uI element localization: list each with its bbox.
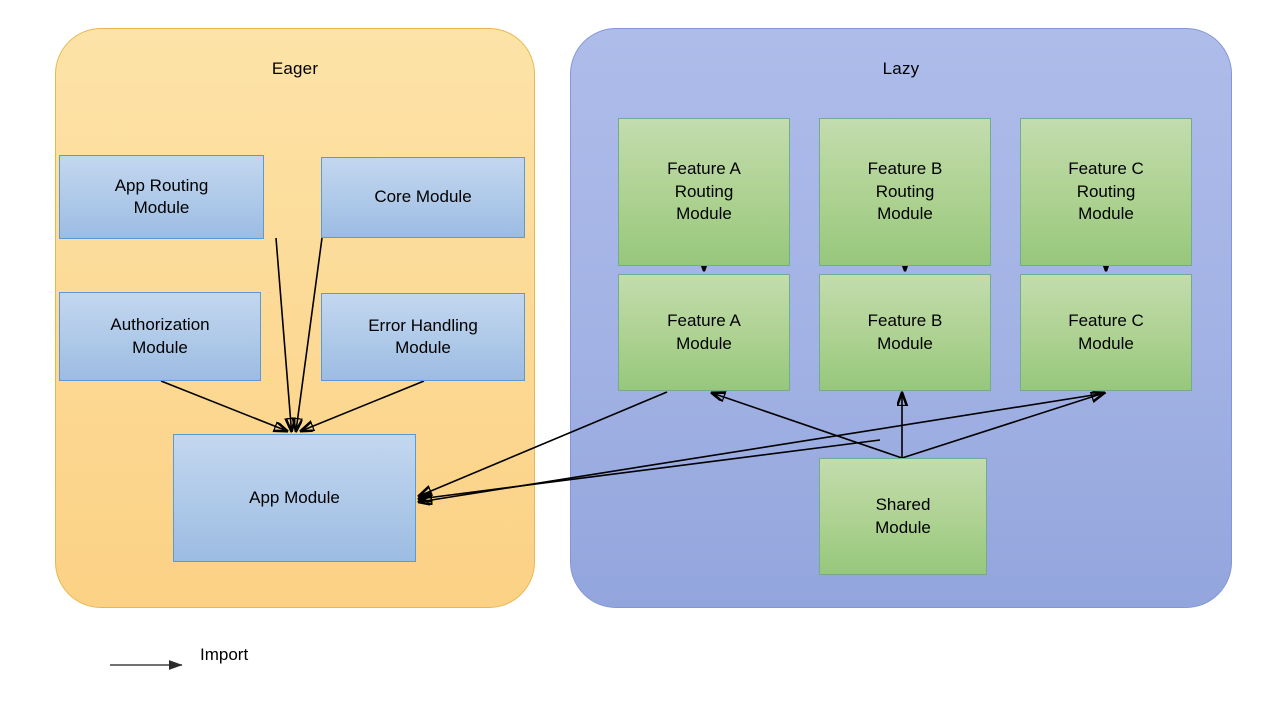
legend-arrow-icon [110, 660, 183, 670]
node-feature-c-routing-module[interactable]: Feature C Routing Module [1020, 118, 1192, 266]
legend: Import [110, 645, 410, 688]
node-app-module[interactable]: App Module [173, 434, 416, 562]
node-error-handling-module[interactable]: Error Handling Module [321, 293, 525, 381]
group-eager-title: Eager [271, 59, 319, 78]
node-authorization-module[interactable]: Authorization Module [59, 292, 261, 381]
node-feature-c-module[interactable]: Feature C Module [1020, 274, 1192, 391]
node-feature-a-module[interactable]: Feature A Module [618, 274, 790, 391]
legend-import-label: Import [200, 645, 249, 664]
node-feature-a-routing-module[interactable]: Feature A Routing Module [618, 118, 790, 266]
node-feature-b-module[interactable]: Feature B Module [819, 274, 991, 391]
node-shared-module[interactable]: Shared Module [819, 458, 987, 575]
node-app-routing-module[interactable]: App Routing Module [59, 155, 264, 239]
node-core-module[interactable]: Core Module [321, 157, 525, 238]
node-feature-b-routing-module[interactable]: Feature B Routing Module [819, 118, 991, 266]
group-lazy-title: Lazy [882, 59, 920, 78]
